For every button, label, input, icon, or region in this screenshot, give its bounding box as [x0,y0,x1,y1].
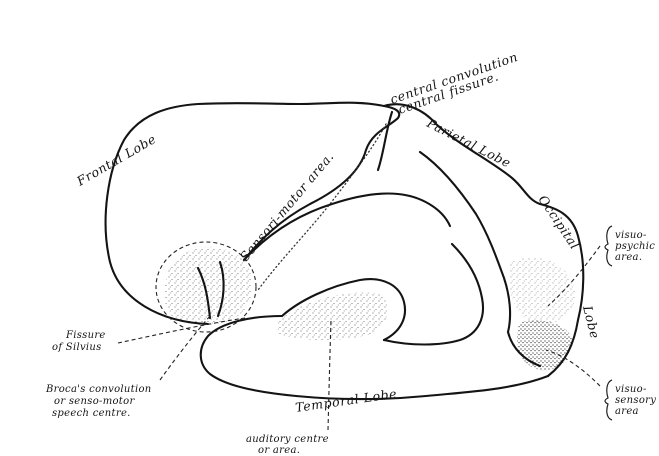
bracket-visuo-psychic [605,226,612,266]
label-brocas-2: or senso-motor [54,396,135,407]
parietal-inner [420,152,510,332]
visuo-sensory-stipple [517,321,572,371]
label-occipital: Occipital [536,192,583,252]
visuo-psychic-stipple [508,258,575,325]
central-fissure-line [378,112,392,170]
label-visuo-psychic-2: psychic [615,241,655,252]
label-auditory-2: or area. [258,445,300,456]
label-fissure-2: of Silvius [52,342,102,353]
label-brocas-3: speech centre. [52,408,131,419]
auditory-area-stipple [278,292,387,340]
label-visuo-sensory-2: sensory [615,395,656,406]
labels: Frontal Lobe central convolution central… [45,49,656,456]
label-occipital-lobe: Lobe [580,303,603,340]
label-visuo-psychic-1: visuo- [615,230,647,241]
label-visuo-sensory-1: visuo- [615,384,647,395]
label-temporal-lobe: Temporal Lobe [294,386,398,415]
brain-outline [106,103,584,399]
label-fissure-1: Fissure [65,330,106,341]
label-visuo-psychic-3: area. [615,252,642,263]
bracket-visuo-sensory [605,380,612,420]
stippled-areas [165,247,576,370]
label-frontal-lobe: Frontal Lobe [73,131,159,189]
label-auditory-1: auditory centre [246,434,329,445]
label-parietal-lobe: Parietal Lobe [424,115,514,171]
label-visuo-sensory-3: area [615,406,639,417]
label-brocas-1: Broca's convolution [45,384,152,395]
